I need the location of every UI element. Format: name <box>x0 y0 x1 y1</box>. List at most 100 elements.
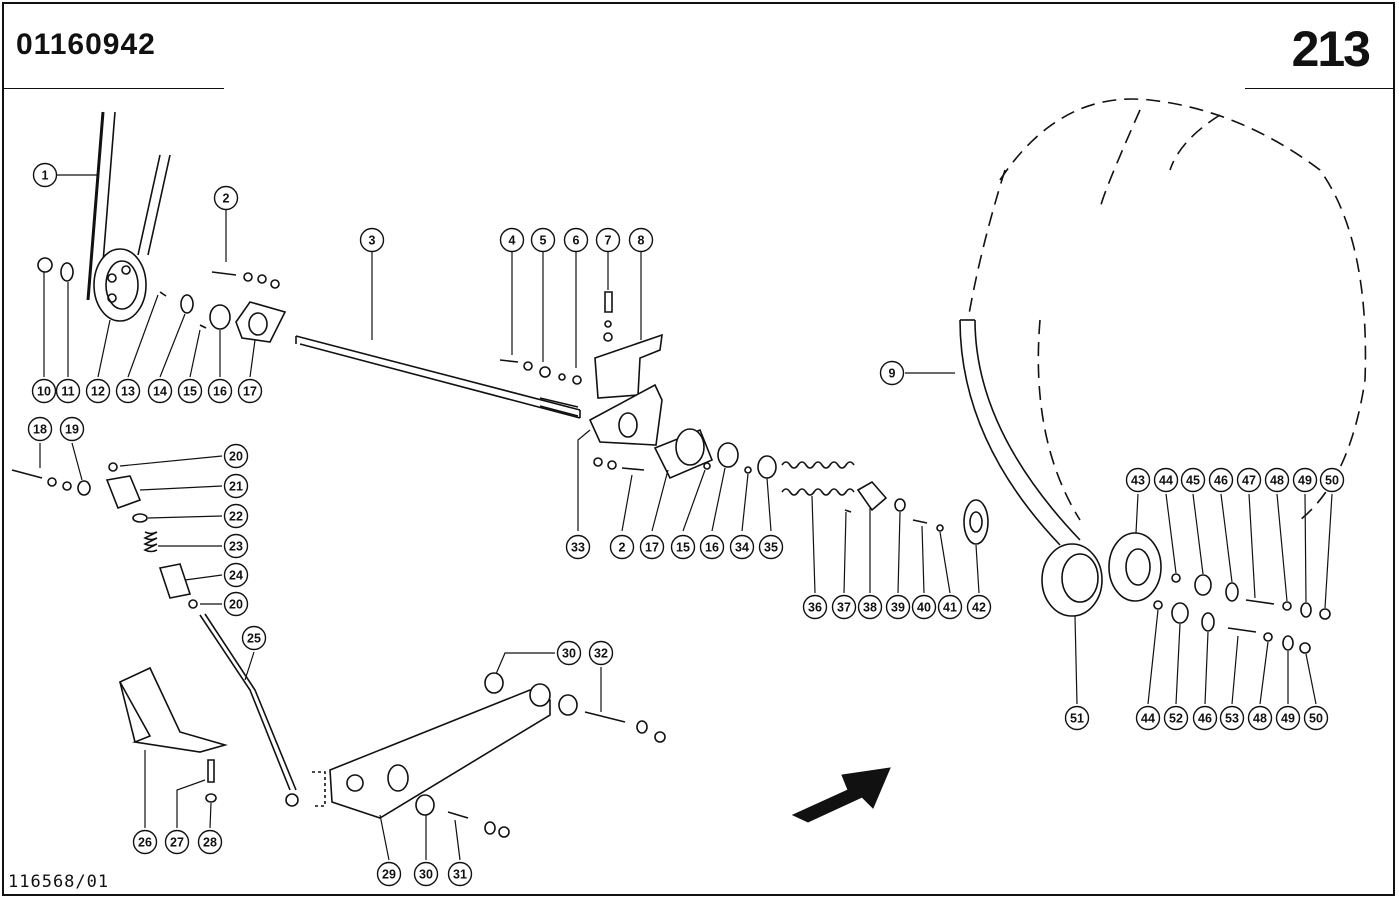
callout-circle <box>1153 467 1179 493</box>
callout-circle <box>1208 467 1234 493</box>
callout-20: 20 <box>223 443 249 469</box>
callout-50: 50 <box>1303 705 1329 731</box>
callout-circle <box>628 227 654 253</box>
callout-circle <box>1264 467 1290 493</box>
callout-14: 14 <box>147 378 173 404</box>
callout-circle <box>670 534 696 560</box>
callout-circle <box>1319 467 1345 493</box>
callout-number: 44 <box>1141 712 1155 726</box>
callout-number: 24 <box>229 569 243 583</box>
callout-number: 48 <box>1253 712 1267 726</box>
callout-number: 32 <box>594 647 608 661</box>
callout-number: 48 <box>1270 474 1284 488</box>
direction-arrow <box>791 767 891 823</box>
callout-30: 30 <box>413 861 439 887</box>
callout-10: 10 <box>31 378 57 404</box>
callout-21: 21 <box>223 473 249 499</box>
header-rule-left <box>2 88 224 89</box>
callout-circle <box>223 503 249 529</box>
leader-lines <box>39 174 1333 861</box>
callout-41: 41 <box>937 594 963 620</box>
callout-number: 38 <box>863 601 877 615</box>
callout-number: 10 <box>37 385 51 399</box>
callout-circle <box>1292 467 1318 493</box>
callout-number: 12 <box>91 385 105 399</box>
callout-number: 50 <box>1309 712 1323 726</box>
callout-number: 30 <box>419 868 433 882</box>
callout-circle <box>1180 467 1206 493</box>
callout-31: 31 <box>447 861 473 887</box>
callout-number: 34 <box>735 541 749 555</box>
callout-number: 3 <box>369 234 376 248</box>
callout-9: 9 <box>879 360 905 386</box>
callout-1: 1 <box>32 162 58 188</box>
callout-49: 49 <box>1292 467 1318 493</box>
callout-number: 39 <box>891 601 905 615</box>
callout-circle <box>966 594 992 620</box>
callout-circle <box>1125 467 1151 493</box>
callout-circle <box>802 594 828 620</box>
callout-circle <box>1163 705 1189 731</box>
callout-circle <box>223 473 249 499</box>
callout-44: 44 <box>1153 467 1179 493</box>
callout-number: 20 <box>229 598 243 612</box>
middle-bearing-train <box>593 428 989 545</box>
callout-circle <box>588 640 614 666</box>
callout-circle <box>879 360 905 386</box>
callout-number: 2 <box>619 541 626 555</box>
callout-50: 50 <box>1319 467 1345 493</box>
callout-11: 11 <box>55 378 81 404</box>
callout-circle <box>59 416 85 442</box>
callout-circle <box>85 378 111 404</box>
callout-46: 46 <box>1208 467 1234 493</box>
callout-number: 19 <box>65 423 79 437</box>
callout-16: 16 <box>699 534 725 560</box>
callout-number: 46 <box>1214 474 1228 488</box>
callout-23: 23 <box>223 533 249 559</box>
callout-number: 5 <box>540 234 547 248</box>
callout-13: 13 <box>115 378 141 404</box>
belt-drive-left <box>37 111 287 343</box>
callout-number: 17 <box>645 541 659 555</box>
callout-number: 40 <box>917 601 931 615</box>
callout-number: 30 <box>562 647 576 661</box>
callout-6: 6 <box>563 227 589 253</box>
callout-circle <box>27 416 53 442</box>
callout-number: 11 <box>61 385 74 399</box>
drawing-reference: 116568/01 <box>8 872 110 892</box>
callout-number: 43 <box>1131 474 1145 488</box>
callout-number: 52 <box>1169 712 1183 726</box>
shaft <box>295 335 581 419</box>
callout-number: 46 <box>1198 712 1212 726</box>
callout-circle <box>177 378 203 404</box>
callout-number: 27 <box>170 836 184 850</box>
callout-number: 53 <box>1225 712 1239 726</box>
callout-circle <box>885 594 911 620</box>
callout-8: 8 <box>628 227 654 253</box>
callout-45: 45 <box>1180 467 1206 493</box>
callout-number: 51 <box>1070 712 1084 726</box>
callout-number: 20 <box>229 450 243 464</box>
callout-number: 42 <box>972 601 986 615</box>
callout-number: 33 <box>571 541 585 555</box>
bracket-assembly <box>499 291 663 446</box>
callout-circle <box>1192 705 1218 731</box>
callout-number: 4 <box>509 234 516 248</box>
callout-circle <box>115 378 141 404</box>
callout-number: 14 <box>153 385 167 399</box>
callout-number: 15 <box>676 541 690 555</box>
callout-47: 47 <box>1236 467 1262 493</box>
callout-30: 30 <box>556 640 582 666</box>
callout-number: 45 <box>1186 474 1200 488</box>
callout-circle <box>595 227 621 253</box>
callout-number: 2 <box>223 192 230 206</box>
callout-48: 48 <box>1264 467 1290 493</box>
callout-32: 32 <box>588 640 614 666</box>
callout-24: 24 <box>223 562 249 588</box>
callout-44: 44 <box>1135 705 1161 731</box>
callout-51: 51 <box>1064 705 1090 731</box>
callout-circle <box>1275 705 1301 731</box>
callout-number: 28 <box>203 836 217 850</box>
